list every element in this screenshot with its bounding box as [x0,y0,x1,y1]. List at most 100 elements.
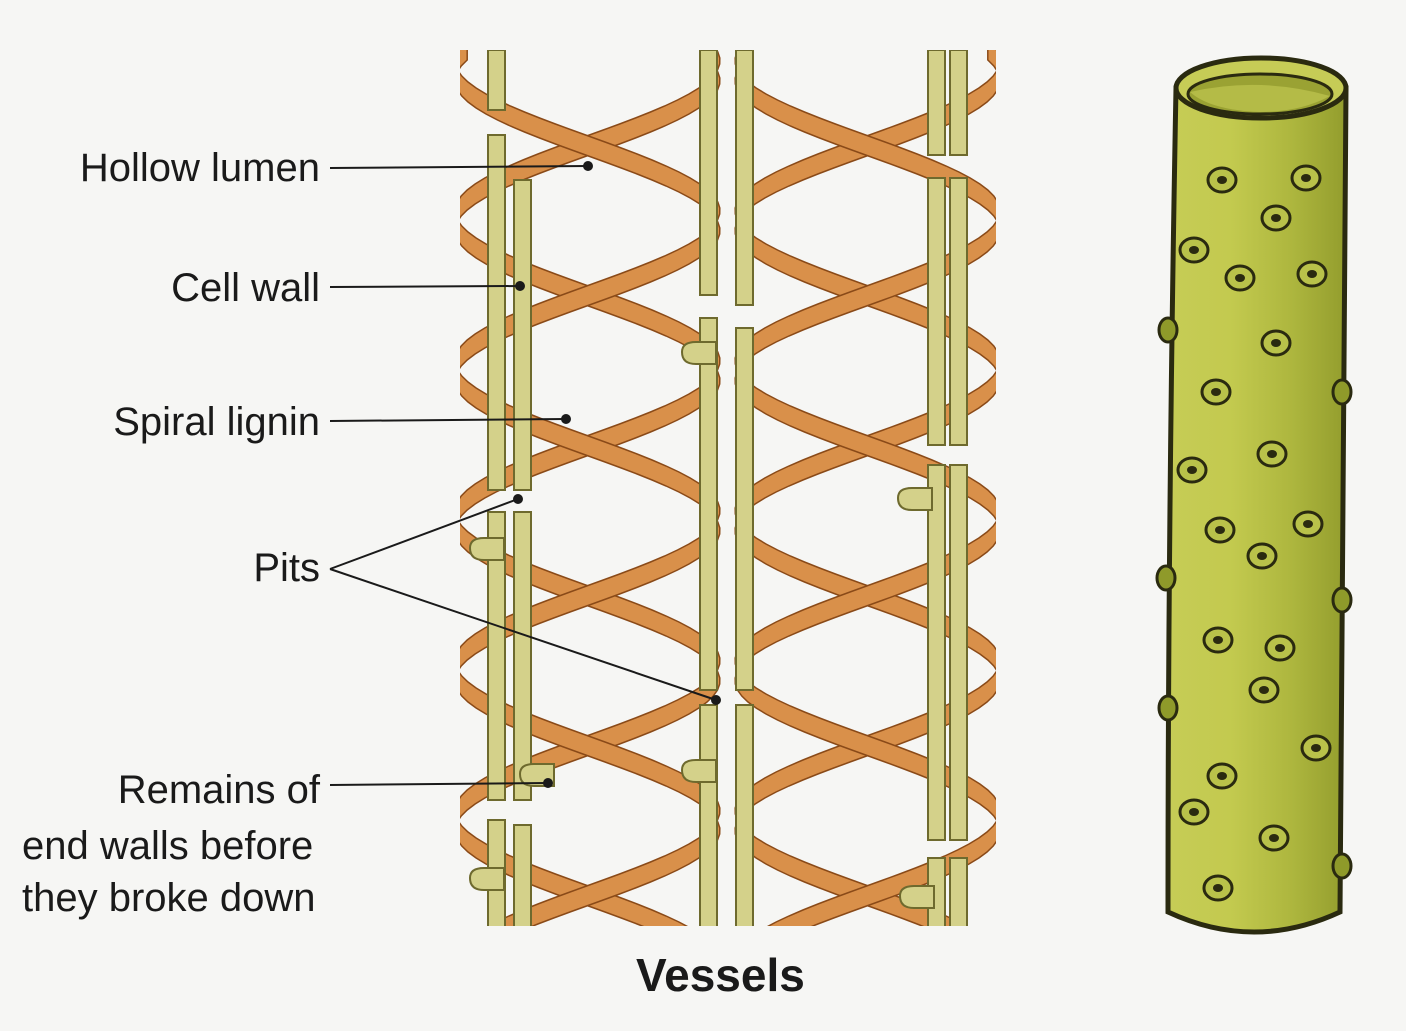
tube-pit-hole [1213,636,1223,644]
tube-edge-pit-1 [1157,316,1179,344]
lignin-band-3 [734,50,996,926]
leader-pits-upper-dot [513,494,523,504]
tube-pit-hole [1271,214,1281,222]
tube-pit-hole [1211,388,1221,396]
cell-wall-segment-9 [735,50,754,306]
end-wall-remnant-2 [680,341,717,365]
tube-pit-1 [1206,166,1238,194]
tube-edge-pit-2 [1331,378,1353,406]
tube-pit-2 [1290,164,1322,192]
cell-wall-segment-11 [735,327,754,691]
cell-wall-segment-3 [513,179,532,491]
label-pits: Pits [253,546,320,590]
cell-wall-segments [468,50,968,926]
tube-lumen-inner-shade [1190,84,1330,112]
tube-pit-6 [1296,260,1328,288]
tube-pit-hole [1215,526,1225,534]
leader-pits-lower [329,568,717,701]
tube-pit-19 [1178,798,1210,826]
tube-pit-14 [1202,626,1234,654]
tube-pit-9 [1256,440,1288,468]
lignin-band-2 [460,50,721,926]
tube-pit-5 [1224,264,1256,292]
tube-pit-hole [1303,520,1313,528]
vessel-tube [1155,55,1353,935]
tube-pit-hole [1259,686,1269,694]
tube-pit-hole [1271,339,1281,347]
cell-wall-segment-19 [949,464,968,841]
tube-pit-hole [1307,270,1317,278]
tube-edge-pit-6 [1331,852,1353,880]
tube-pit-8 [1200,378,1232,406]
tube-body [1165,85,1349,935]
label-end-walls-line2: end walls before [22,824,314,868]
tube-pit-3 [1260,204,1292,232]
label-end-walls-line1: Remains of [117,768,320,812]
end-wall-remnant-5 [468,867,505,891]
tube-pit-7 [1260,329,1292,357]
tube-pit-20 [1258,824,1290,852]
tube-pit-hole [1267,450,1277,458]
cell-wall-segment-8 [699,50,718,296]
leader-cell-wall-dot [515,281,525,291]
leader-pits-lower-dot [711,695,721,705]
tube-pit-hole [1269,834,1279,842]
leader-lines [329,161,721,788]
tube-pit-hole [1235,274,1245,282]
end-wall-remnant-1 [468,537,505,561]
cell-wall-segment-4 [487,511,506,801]
diagram-caption: Vessels [636,949,805,1001]
tube-pit-hole [1189,808,1199,816]
label-hollow-lumen: Hollow lumen [79,146,320,190]
leader-end-walls [329,782,549,786]
tube-pit-17 [1300,734,1332,762]
cell-wall-segment-15 [949,50,968,156]
tube-pit-12 [1292,510,1324,538]
tube-pit-hole [1189,246,1199,254]
tube-edge-pit-3 [1155,564,1177,592]
leader-cell-wall [329,285,521,288]
leader-hollow-lumen [329,165,589,169]
tube-pit-18 [1206,762,1238,790]
cell-wall-segment-21 [949,857,968,926]
tube-pit-hole [1213,884,1223,892]
tube-pit-hole [1301,174,1311,182]
tube-pit-11 [1204,516,1236,544]
tube-pit-hole [1217,176,1227,184]
label-cell-wall: Cell wall [171,266,320,310]
tube-pit-hole [1187,466,1197,474]
leader-end-walls-dot [543,778,553,788]
label-end-walls-line3: they broke down [22,876,316,920]
cell-wall-segment-5 [513,511,532,801]
tube-pit-10 [1176,456,1208,484]
leader-pits-upper [329,498,519,570]
cell-wall-segment-1 [487,50,506,111]
tube-pit-13 [1246,542,1278,570]
tube-pit-15 [1264,634,1296,662]
cell-wall-segment-7 [513,824,532,926]
cell-wall-segment-10 [699,317,718,691]
leader-hollow-lumen-dot [583,161,593,171]
cell-wall-segment-13 [735,704,754,926]
tube-pits [1155,164,1353,902]
tube-pit-hole [1275,644,1285,652]
end-wall-remnant-6 [898,885,935,909]
tube-pit-hole [1257,552,1267,560]
cell-wall-segment-2 [487,134,506,491]
leader-spiral-lignin [329,418,567,422]
cell-wall-segment-17 [949,177,968,446]
tube-edge-pit-4 [1331,586,1353,614]
end-wall-remnant-3 [680,759,717,783]
cell-wall-segment-16 [927,177,946,446]
tube-edge-pit-5 [1157,694,1179,722]
tube-pit-hole [1311,744,1321,752]
tube-pit-21 [1202,874,1234,902]
tube-pit-4 [1178,236,1210,264]
leader-spiral-lignin-dot [561,414,571,424]
tube-pit-16 [1248,676,1280,704]
cell-wall-segment-14 [927,50,946,156]
label-spiral-lignin: Spiral lignin [113,400,320,444]
cell-wall-segment-18 [927,464,946,841]
